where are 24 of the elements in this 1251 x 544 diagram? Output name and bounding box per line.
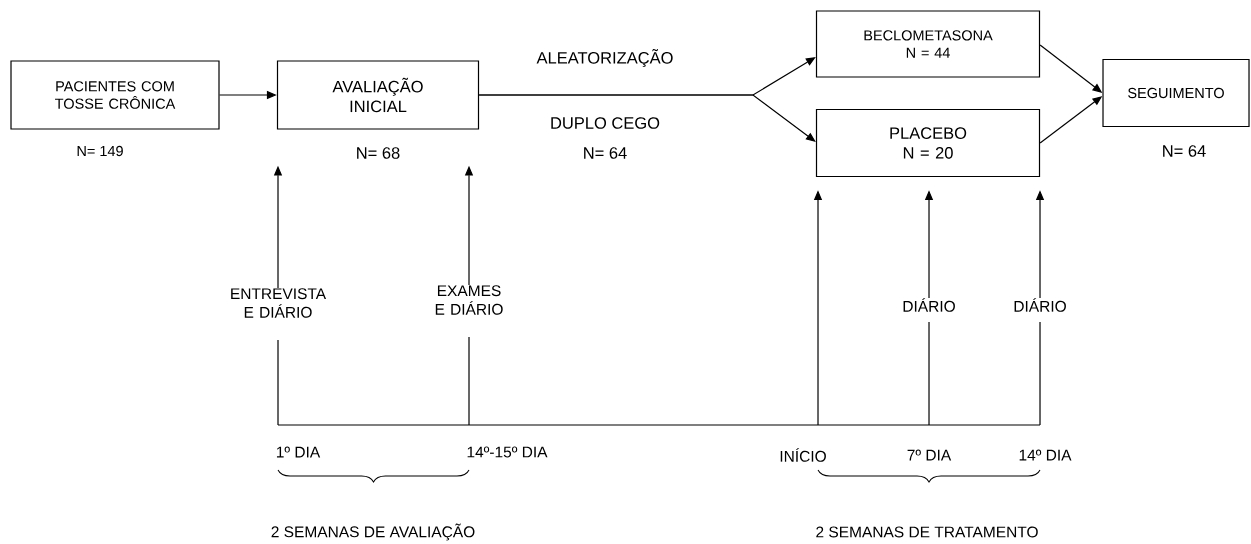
process-box: PLACEBO N = 20 [815,108,1041,178]
count-label: N= 149 [77,145,123,157]
text-label: N= 64 [584,147,627,159]
text-label: DUPLO CEGO [551,117,660,129]
text-label: 1º DIA [276,446,321,458]
timeline-note: EXAMES E DIÁRIO [435,285,503,315]
process-box: PACIENTES COM TOSSE CRÔNICA [10,60,220,130]
timeline-note: DIÁRIO [1014,298,1066,312]
process-box: SEGUIMENTO [1102,58,1250,128]
text-label: 2 SEMANAS DE AVALIAÇÃO [271,523,475,541]
text-label: ALEATORIZAÇÃO [536,49,673,67]
timeline-note: DIÁRIO [903,298,955,312]
process-box: AVALIAÇÃO INICIAL [276,60,480,130]
text-label: 7º DIA [907,449,952,461]
process-box: BECLOMETASONA N = 44 [815,10,1041,78]
text-label: 14º-15º DIA [467,446,548,458]
text-label: INÍCIO [780,448,826,462]
count-label: N= 64 [1163,145,1206,157]
timeline-bar [278,424,1040,426]
arrow [478,94,816,142]
timeline-note: ENTREVISTA E DIÁRIO [231,288,327,318]
count-label: N= 68 [357,147,400,159]
text-label: 2 SEMANAS DE TRATAMENTO [816,526,1038,538]
text-label: 14º DIA [1019,449,1072,461]
